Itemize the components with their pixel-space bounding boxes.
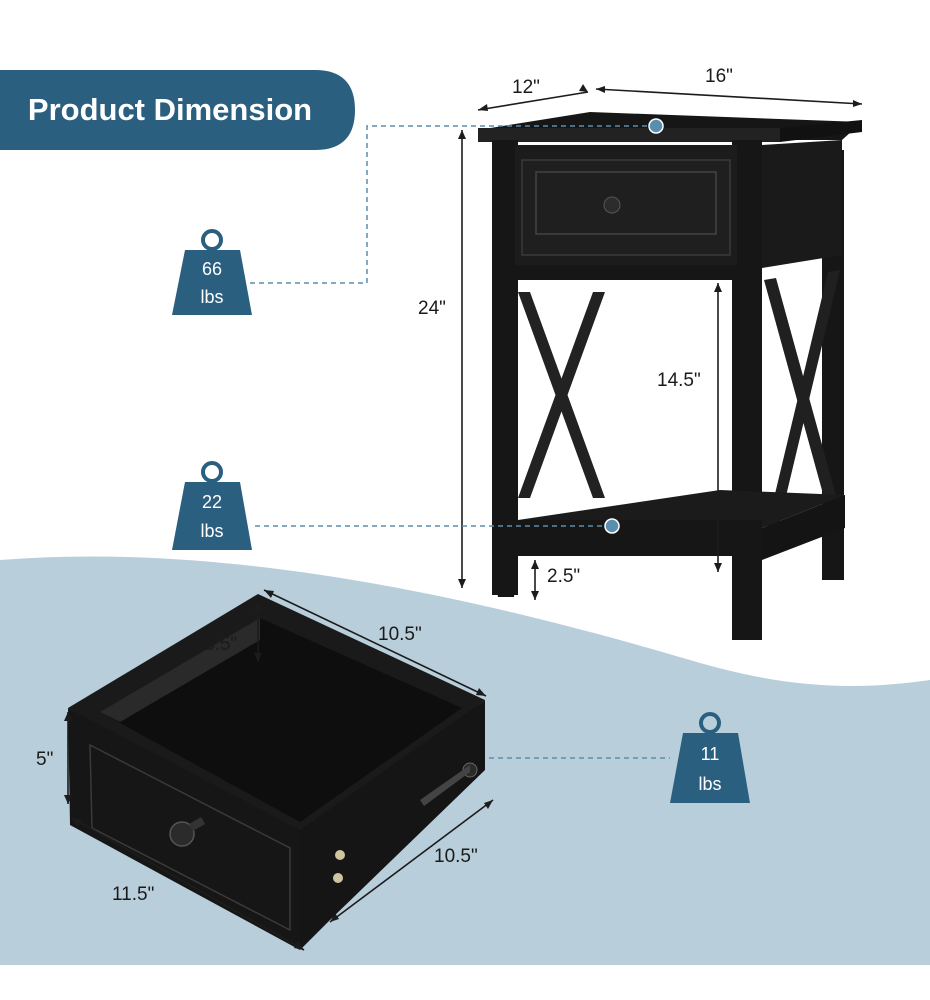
side-apron [762,140,842,268]
right-foot [732,560,762,640]
weight-icon [699,712,721,734]
rail-screw [335,850,345,860]
side-x2 [764,270,840,540]
rail-screw [333,873,343,883]
table-width-label: 16" [705,66,733,87]
weight-shelf-unit: lbs [200,521,223,541]
weight-badge-shelf: 22 lbs [172,461,252,550]
table-dimension-lines [461,88,863,600]
table-top-side [780,120,862,142]
weight-drawer-unit: lbs [698,774,721,794]
table-height-label: 24" [418,298,446,319]
weight-icon [201,461,223,483]
drawer-front-inset [89,743,291,932]
shelf-weight-point [604,518,620,534]
top-weight-point [648,118,664,134]
drawer-knob [169,821,195,847]
leg-clearance-label: 2.5" [547,566,580,587]
bedside-table [478,112,862,640]
bottom-shelf-side [762,495,845,560]
table-dimension-arrowheads [458,84,862,600]
slide-rail [420,765,470,806]
weight-shelf-value: 22 [202,492,222,512]
table-depth-label: 12" [512,77,540,98]
drawer-inner-wall [100,618,260,722]
drawer-inner-depth-label: 3.5" [204,634,237,655]
table-top-edge [478,128,780,142]
title-banner [0,70,355,150]
drawer-inner-length-label: 10.5" [378,624,422,645]
drawer-knob-stem [188,817,206,831]
table-drawer-front [521,159,731,256]
back-foot [822,540,844,580]
front-left-x2 [518,292,605,498]
drawer-height-label: 5" [36,749,53,770]
front-x-brace [518,265,732,280]
bottom-shelf-front [518,520,762,556]
weight-top-unit: lbs [200,287,223,307]
drawer-side-length-label: 10.5" [434,846,478,867]
weight-badge-top: 66 lbs [172,229,252,315]
shelf-clearance-label: 14.5" [657,370,701,391]
drawer-illustration [68,594,485,950]
page-title: Product Dimension [28,92,312,127]
weight-badge-drawer: 11 lbs [670,712,750,803]
front-left-leg [492,140,518,595]
table-drawer-panel [535,171,717,235]
weight-top-value: 66 [202,259,222,279]
weight-icon [201,229,223,251]
table-drawer-knob [603,196,621,214]
left-foot [492,555,518,597]
drawer-dimension-lines [67,589,494,951]
drawer-dimension-arrowheads [64,590,493,950]
drawer-side [300,700,485,950]
weight-drawer-value: 11 [701,744,720,764]
bottom-shelf [518,490,845,528]
drawer-width-label: 11.5" [112,884,154,905]
